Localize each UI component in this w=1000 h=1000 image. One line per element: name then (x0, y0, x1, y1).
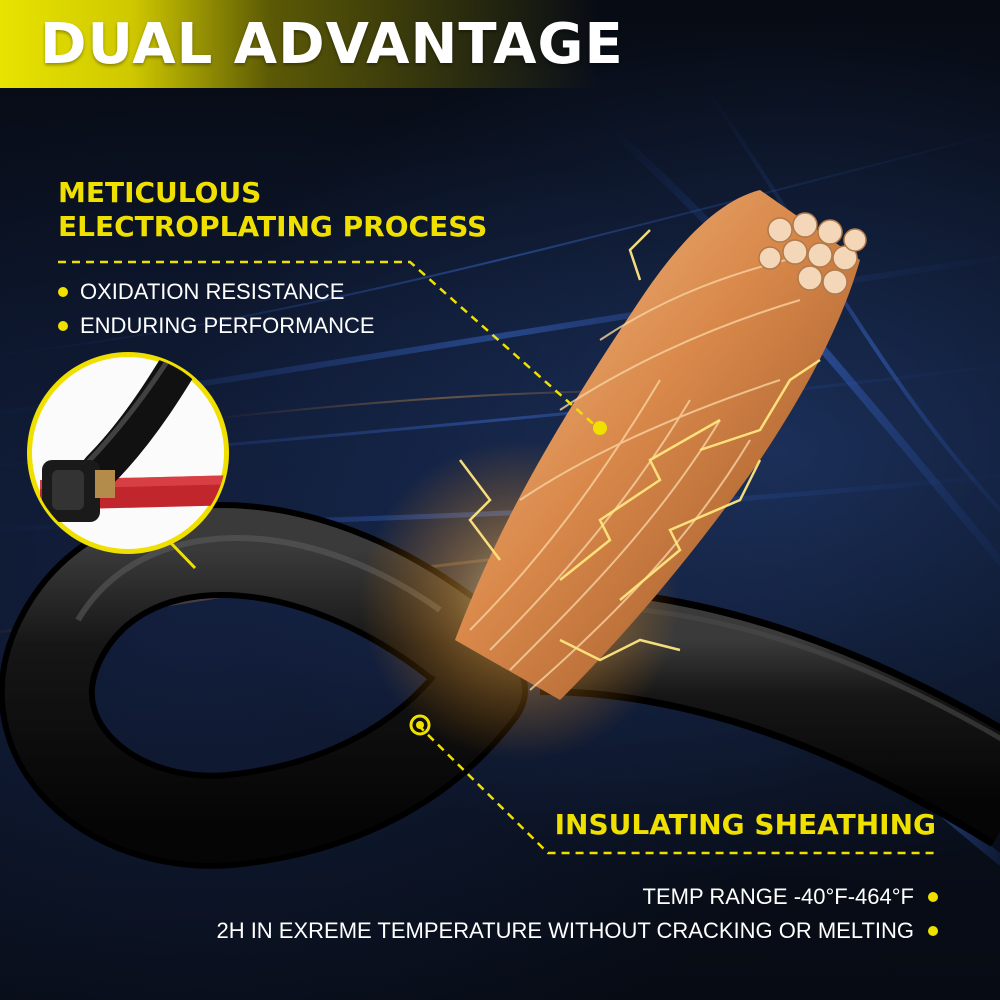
connector-inset-image (27, 352, 229, 570)
copper-wire-strand-image (360, 190, 867, 760)
bullet-text: TEMP RANGE -40°F-464°F (642, 884, 914, 909)
bullet-text: ENDURING PERFORMANCE (80, 313, 375, 338)
callout-markers (409, 421, 607, 736)
bullet-text: 2H IN EXREME TEMPERATURE WITHOUT CRACKIN… (216, 918, 914, 943)
lightning-icon (459, 229, 821, 662)
callout-lines (58, 260, 936, 855)
sheathing-heading: INSULATING SHEATHING (554, 808, 936, 841)
bullet-text: OXIDATION RESISTANCE (80, 279, 345, 304)
plating-bullet-list: OXIDATION RESISTANCE ENDURING PERFORMANC… (58, 275, 375, 343)
sheathing-bullet-list: TEMP RANGE -40°F-464°F 2H IN EXREME TEMP… (216, 880, 938, 948)
list-item: TEMP RANGE -40°F-464°F (216, 880, 938, 914)
header-banner: DUAL ADVANTAGE (0, 0, 623, 88)
list-item: 2H IN EXREME TEMPERATURE WITHOUT CRACKIN… (216, 914, 938, 948)
list-item: ENDURING PERFORMANCE (58, 309, 375, 343)
list-item: OXIDATION RESISTANCE (58, 275, 375, 309)
bullet-dot-icon (928, 892, 938, 902)
plating-heading-line2: ELECTROPLATING PROCESS (58, 210, 488, 243)
bullet-dot-icon (58, 287, 68, 297)
plating-heading-line1: METICULOUS (58, 176, 262, 209)
plating-heading: METICULOUS ELECTROPLATING PROCESS (58, 176, 487, 244)
bullet-dot-icon (928, 926, 938, 936)
page-title: DUAL ADVANTAGE (40, 12, 624, 77)
bullet-dot-icon (58, 321, 68, 331)
